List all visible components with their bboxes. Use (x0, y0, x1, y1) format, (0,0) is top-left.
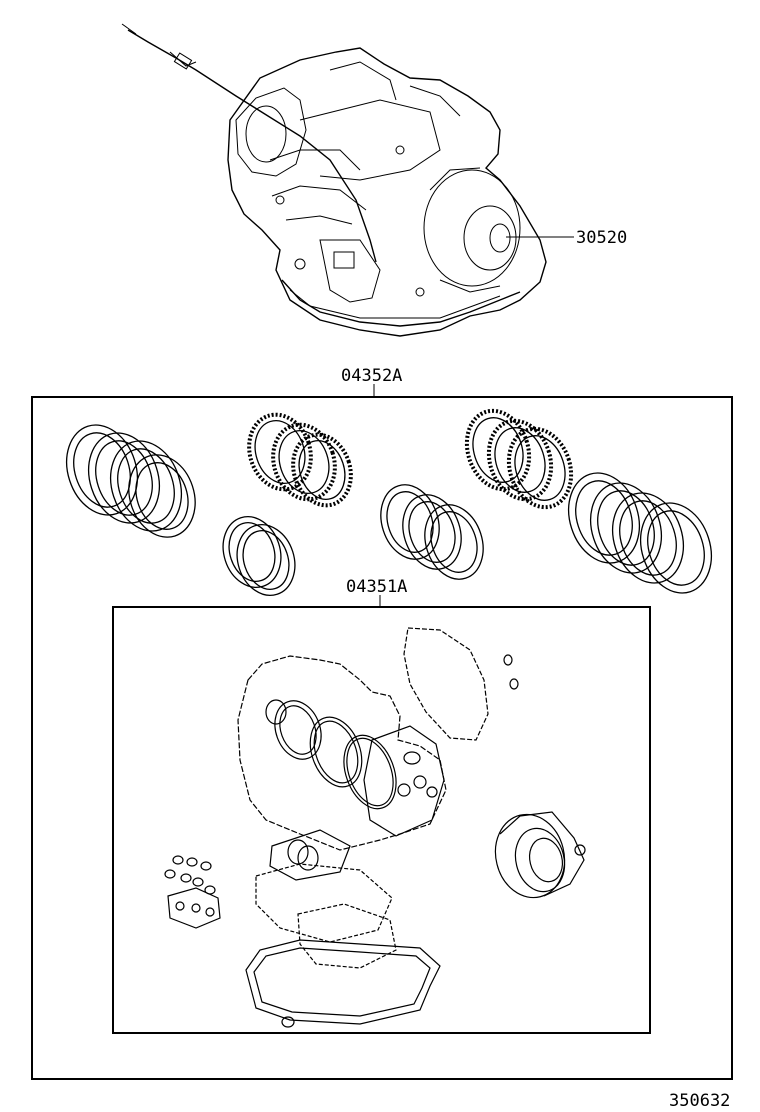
clutch-disc-icon[interactable] (55, 403, 722, 603)
inner-kit-label[interactable]: 04351A (346, 577, 407, 597)
outer-kit-label[interactable]: 04352A (341, 366, 402, 386)
assembly-part-label[interactable]: 30520 (576, 228, 627, 248)
gasket-set-icon[interactable] (164, 627, 586, 1028)
figure-number: 350632 (669, 1091, 730, 1111)
transaxle-assembly-icon[interactable] (121, 23, 547, 337)
inner-kit-box (112, 606, 651, 1034)
outer-kit-box (31, 396, 733, 1080)
